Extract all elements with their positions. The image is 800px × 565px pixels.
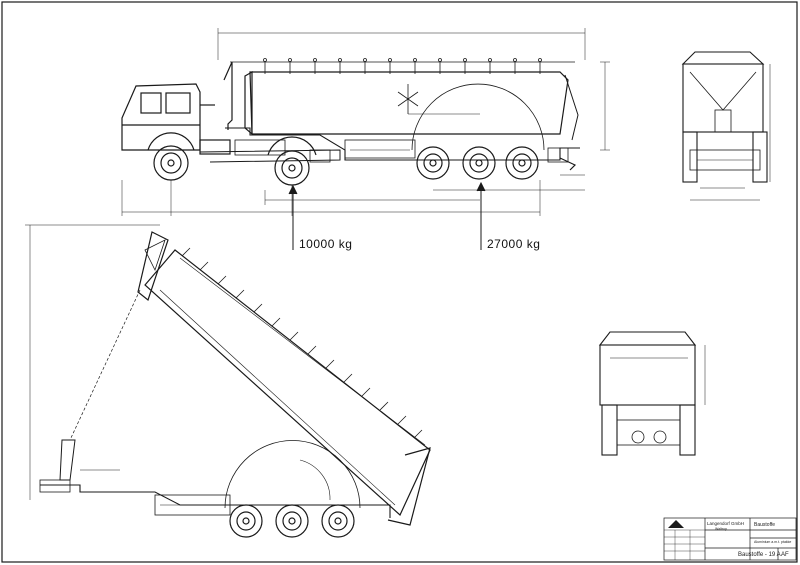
tractor-drive-wheel	[267, 136, 317, 186]
tipped-tarp-bows	[179, 247, 426, 446]
tarp-bows	[263, 58, 542, 74]
trailer-axle-group	[411, 83, 577, 180]
front-load-arrow	[288, 184, 298, 250]
rear-view-middle	[598, 331, 706, 456]
tipped-frame	[39, 469, 391, 518]
side-dimensions	[121, 61, 610, 216]
company-logo-icon	[668, 520, 684, 528]
rear-view-top	[681, 51, 771, 201]
title-block	[663, 517, 797, 561]
title-block-sheet: AF	[781, 552, 789, 558]
rear-axle-load-label: 27000 kg	[487, 237, 541, 251]
title-block-model: Baustoffe - 19 A	[738, 552, 781, 558]
title-block-location: Waltrop	[715, 527, 727, 531]
title-block-subtitle: Aluminium a.m.t. ptakke	[754, 540, 792, 544]
rear-load-arrow	[476, 181, 486, 250]
front-wheel	[147, 132, 195, 181]
hydraulic-cylinder	[69, 289, 141, 441]
tipped-axle-group	[224, 440, 361, 538]
front-axle-load-label: 10000 kg	[299, 237, 353, 251]
title-block-title: Baustoffe	[754, 522, 776, 528]
tipper-body-tipped	[137, 231, 431, 526]
truck-cab	[121, 83, 231, 155]
title-block-company: Langendorf GmbH	[707, 521, 745, 526]
side-view-truck	[121, 28, 610, 250]
tipper-body-side	[223, 61, 579, 141]
tipped-view-trailer	[25, 224, 431, 538]
center-of-gravity-mark	[397, 84, 480, 115]
